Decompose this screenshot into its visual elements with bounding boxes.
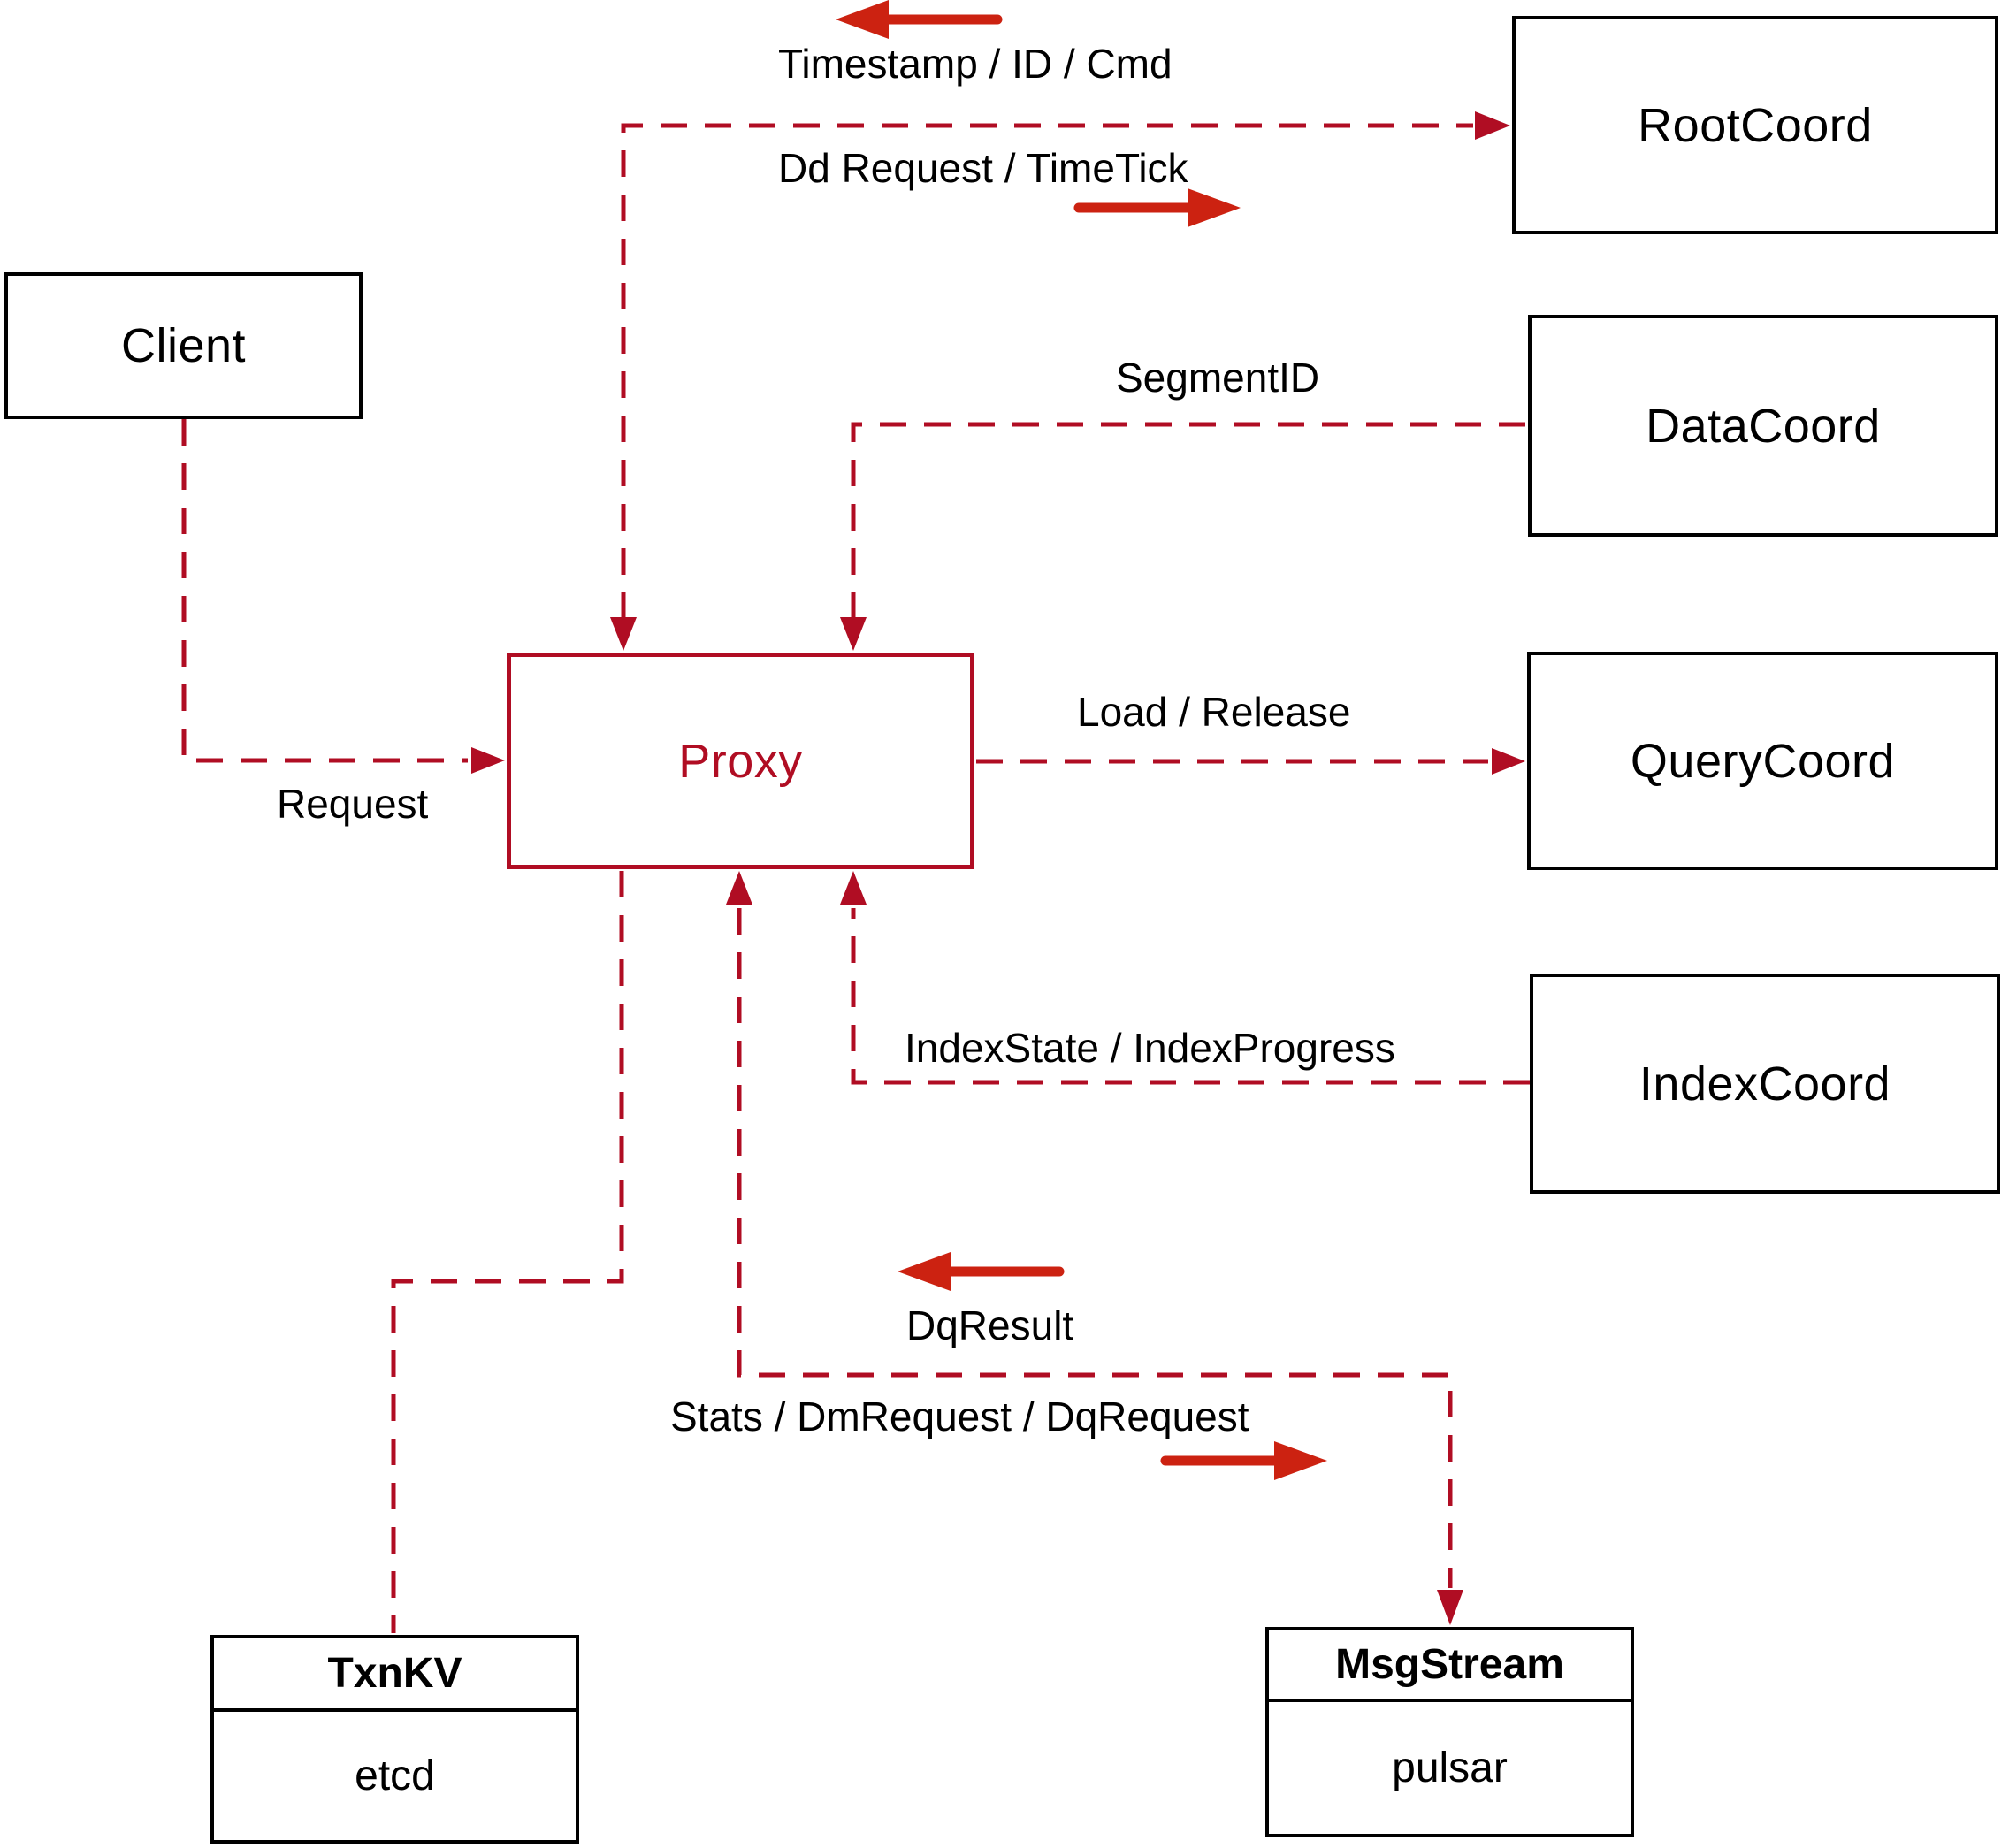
node-client: Client	[4, 272, 363, 419]
node-datacoord-label: DataCoord	[1646, 399, 1881, 453]
node-indexcoord: IndexCoord	[1530, 974, 2000, 1194]
arrowhead-into-rootcoord	[1475, 111, 1510, 140]
arrowhead-into-proxy-bottom-right	[840, 871, 867, 905]
edge-proxy-txnkv	[391, 871, 624, 1633]
edge-label-segment-id: SegmentID	[1116, 355, 1320, 401]
node-msgstream-title: MsgStream	[1269, 1630, 1631, 1702]
edge-client-proxy	[181, 419, 468, 763]
node-txnkv: TxnKV etcd	[210, 1635, 579, 1844]
arrowhead-into-querycoord	[1492, 748, 1525, 775]
arrowhead-into-proxy-top-left	[610, 617, 637, 651]
arrowhead-into-proxy-bottom-middle	[726, 871, 752, 905]
node-proxy-label: Proxy	[678, 734, 803, 788]
edge-label-timestamp: Timestamp / ID / Cmd	[778, 41, 1173, 87]
edge-label-stats: Stats / DmRequest / DqRequest	[670, 1394, 1249, 1439]
arrowhead-into-proxy-top-right	[840, 617, 867, 651]
node-client-label: Client	[120, 319, 247, 372]
node-rootcoord: RootCoord	[1512, 16, 1998, 234]
direction-arrow-ddrequest-right	[1073, 188, 1241, 227]
node-indexcoord-label: IndexCoord	[1639, 1057, 1891, 1111]
node-txnkv-title: TxnKV	[214, 1638, 576, 1712]
edge-indexcoord-proxy	[851, 908, 1530, 1085]
node-querycoord: QueryCoord	[1527, 652, 1998, 870]
arrowhead-into-proxy-left	[471, 747, 505, 774]
node-txnkv-subtitle: etcd	[355, 1753, 435, 1799]
edge-label-dq-result: DqResult	[906, 1302, 1074, 1348]
edge-label-request: Request	[277, 781, 429, 827]
arrowhead-into-msgstream	[1437, 1590, 1463, 1625]
node-proxy: Proxy	[507, 653, 974, 869]
node-msgstream-subtitle: pulsar	[1392, 1745, 1508, 1791]
node-msgstream: MsgStream pulsar	[1265, 1627, 1634, 1837]
direction-arrow-timestamp-left	[836, 0, 1003, 39]
direction-arrow-dqresult-left	[898, 1252, 1065, 1291]
edge-label-index-state: IndexState / IndexProgress	[905, 1025, 1395, 1071]
edge-proxy-msgstream	[737, 908, 1453, 1588]
node-rootcoord-label: RootCoord	[1638, 98, 1873, 152]
node-querycoord-label: QueryCoord	[1630, 734, 1896, 788]
edge-label-dd-request: Dd Request / TimeTick	[778, 145, 1188, 191]
edge-datacoord-proxy	[851, 422, 1528, 619]
edge-proxy-rootcoord	[621, 123, 1473, 619]
direction-arrow-stats-right	[1160, 1441, 1327, 1480]
edge-label-load-release: Load / Release	[1077, 689, 1351, 735]
node-datacoord: DataCoord	[1528, 315, 1998, 537]
